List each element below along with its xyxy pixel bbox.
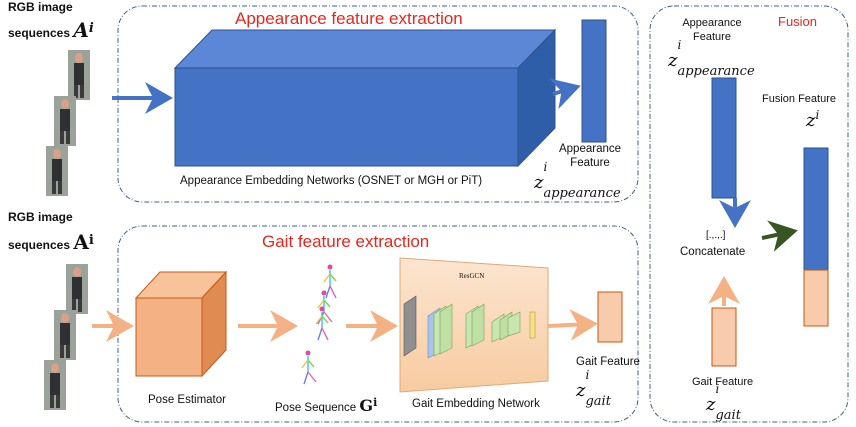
- fusion-panel-title: Fusion: [778, 14, 818, 29]
- appearance-feature-label: Appearance Feature: [558, 143, 622, 169]
- fusion-panel: [649, 5, 849, 423]
- rgb-label-top-line2: sequences Ai: [8, 18, 94, 42]
- fusion-gait-label: Gait Feature: [692, 376, 754, 388]
- appearance-network-box: [173, 28, 557, 168]
- concatenate-symbol: [.,.,.]: [706, 230, 726, 241]
- pose-sequence-label: Pose Sequence Gi: [275, 396, 378, 415]
- arrow-appearance-to-feature: [549, 78, 581, 110]
- fusion-gait-bar: [711, 307, 737, 367]
- gait-feature-label: Gait Feature: [576, 356, 640, 368]
- gait-panel: [117, 225, 639, 423]
- gait-network-title: ResGCN: [459, 272, 485, 280]
- fusion-appearance-bar: [711, 77, 737, 199]
- pose-skeletons: [301, 264, 337, 385]
- appearance-panel-title: Appearance feature extraction: [235, 9, 463, 28]
- concatenate-label: Concatenate: [680, 246, 746, 258]
- appearance-panel: [117, 5, 639, 203]
- arrow-concat-to-fusion: [761, 220, 798, 252]
- rgb-label-bottom-line2: sequences Ai: [8, 230, 94, 254]
- appearance-feature-bar: [581, 19, 607, 143]
- fusion-feature-symbol: zi: [806, 108, 820, 131]
- rgb-label-bottom-line1: RGB image: [8, 210, 73, 224]
- rgb-frame-1: [68, 50, 90, 100]
- fusion-appearance-label: Appearance Feature: [682, 17, 742, 43]
- gait-network-label: Gait Embedding Network: [412, 398, 540, 410]
- fusion-feature-bar-bottom: [803, 269, 829, 327]
- rgb-frame-3: [46, 146, 68, 196]
- gait-panel-title: Gait feature extraction: [262, 232, 430, 251]
- rgb-frame-6: [44, 360, 66, 410]
- pose-estimator-cube: [134, 270, 228, 378]
- gait-network-trapezoid: [399, 257, 549, 393]
- pose-estimator-label: Pose Estimator: [148, 394, 226, 406]
- gait-feature-bar: [597, 291, 623, 343]
- fusion-feature-label: Fusion Feature: [762, 93, 836, 105]
- rgb-label-top-line1: RGB image: [8, 0, 73, 14]
- appearance-network-label: Appearance Embedding Networks (OSNET or …: [180, 175, 483, 187]
- rgb-frame-4: [66, 264, 88, 314]
- rgb-frame-2: [54, 96, 76, 146]
- rgb-frame-5: [54, 310, 76, 360]
- arrow-network-to-gait-feature: [547, 308, 598, 341]
- fusion-feature-bar-top: [803, 147, 829, 271]
